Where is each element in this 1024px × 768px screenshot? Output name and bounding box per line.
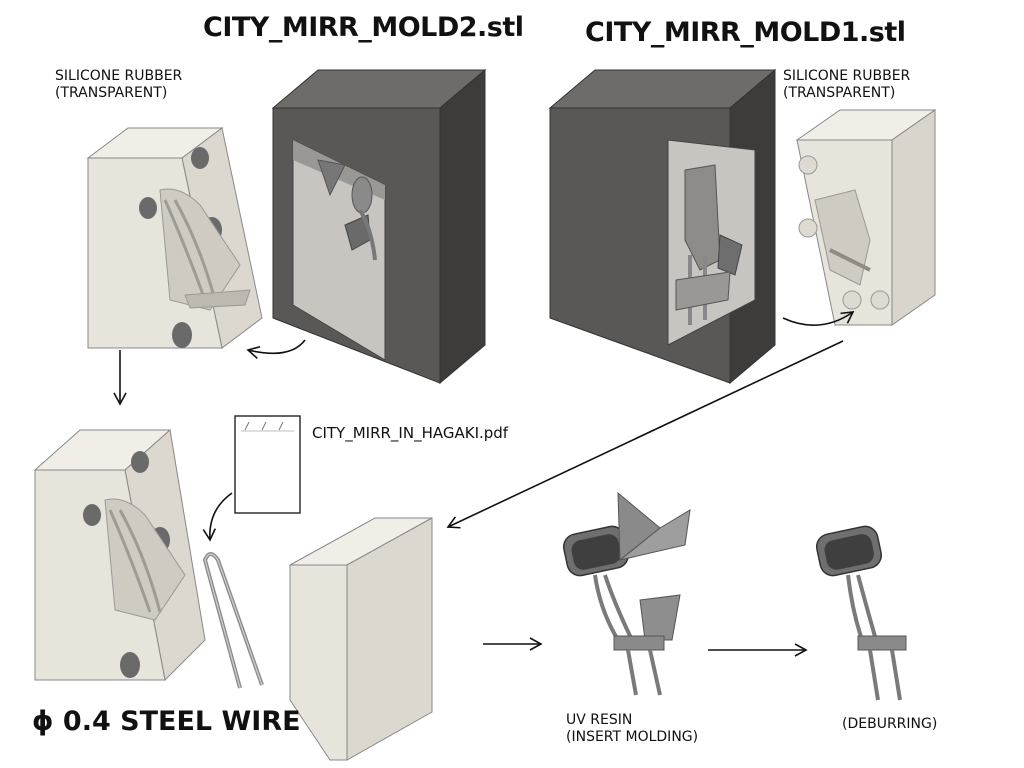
- mold1-box: [548, 68, 777, 385]
- mold1-filename: CITY_MIRR_MOLD1.stl: [585, 17, 906, 48]
- arrows: [113, 311, 855, 657]
- steel-wire: [202, 552, 264, 689]
- silicone-left-label: SILICONE RUBBER (TRANSPARENT): [55, 68, 183, 101]
- uv-resin-label: UV RESIN (INSERT MOLDING): [566, 712, 699, 745]
- silicone-right-label: SILICONE RUBBER (TRANSPARENT): [783, 68, 911, 101]
- silicone-block-bottom-left: [33, 429, 206, 682]
- mold2-box: [271, 68, 487, 385]
- steel-wire-label: ϕ 0.4 STEEL WIRE: [32, 706, 301, 737]
- mold2-filename: CITY_MIRR_MOLD2.stl: [203, 12, 524, 43]
- silicone-block-right: [795, 109, 937, 326]
- pdf-sheet: [234, 415, 301, 514]
- uv-resin-part: [562, 491, 691, 696]
- deburring-label: (DEBURRING): [842, 716, 938, 732]
- arrow-mold2-to-silicone: [246, 339, 306, 359]
- arrow-mold1-to-cover: [446, 340, 844, 529]
- pdf-filename: CITY_MIRR_IN_HAGAKI.pdf: [312, 424, 509, 442]
- silicone-cover-block: [289, 517, 433, 761]
- deburred-part: [815, 525, 907, 701]
- arrow-mold1-to-silicone: [782, 311, 855, 327]
- silicone-block-top-left: [86, 127, 263, 349]
- arrow-pdf-to-wire: [202, 492, 233, 542]
